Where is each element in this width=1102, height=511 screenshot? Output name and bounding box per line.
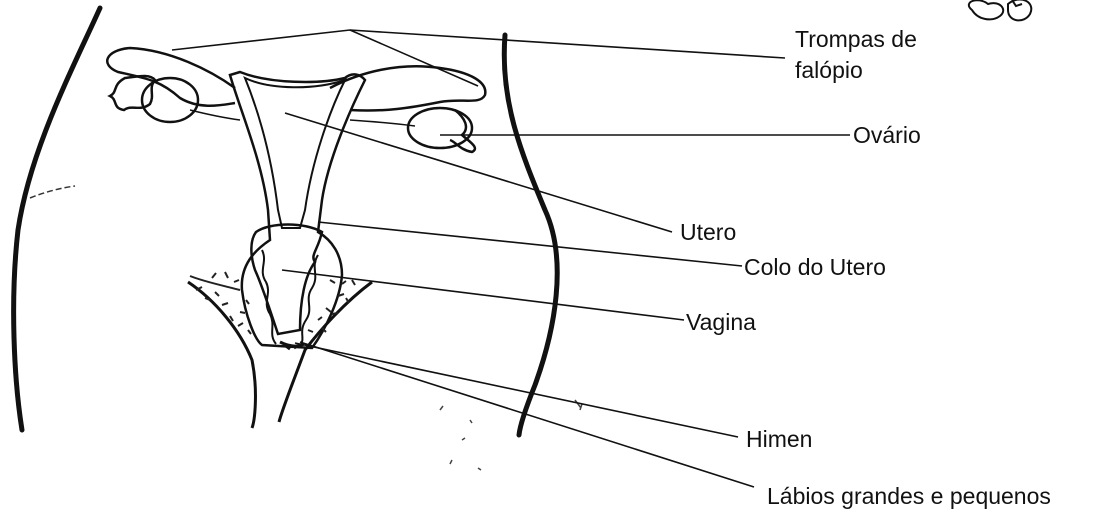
stray-mark-left bbox=[30, 186, 75, 198]
cervix bbox=[251, 225, 322, 335]
vaginal-wall-left bbox=[262, 250, 276, 344]
body-outline-left bbox=[14, 8, 100, 430]
label-utero: Utero bbox=[680, 219, 736, 245]
fimbriae-left bbox=[110, 76, 155, 110]
label-himen: Himen bbox=[746, 426, 812, 452]
body-outline-right bbox=[504, 35, 557, 435]
label-trompas-line1: Trompas de bbox=[795, 26, 917, 52]
leader-utero bbox=[285, 113, 672, 232]
stray-mark-bottom bbox=[440, 400, 582, 470]
label-ovario: Ovário bbox=[853, 122, 921, 148]
leader-trompas-2 bbox=[350, 30, 478, 86]
ligament-right bbox=[350, 120, 415, 126]
label-colo-do-utero: Colo do Utero bbox=[744, 254, 886, 280]
leader-labios bbox=[300, 342, 754, 487]
decorative-icon bbox=[969, 0, 1031, 20]
leader-colo bbox=[318, 222, 742, 266]
labia-texture-right bbox=[308, 280, 355, 332]
leader-trompas bbox=[172, 30, 785, 58]
label-labios: Lábios grandes e pequenos bbox=[767, 483, 1051, 509]
ligament-left bbox=[190, 110, 240, 120]
leader-himen bbox=[295, 343, 738, 437]
label-vagina: Vagina bbox=[686, 309, 756, 335]
uterine-cavity bbox=[245, 78, 345, 228]
thigh-line-right bbox=[279, 282, 372, 422]
ovary-right bbox=[408, 108, 472, 148]
label-trompas-line2: falópio bbox=[795, 57, 863, 83]
